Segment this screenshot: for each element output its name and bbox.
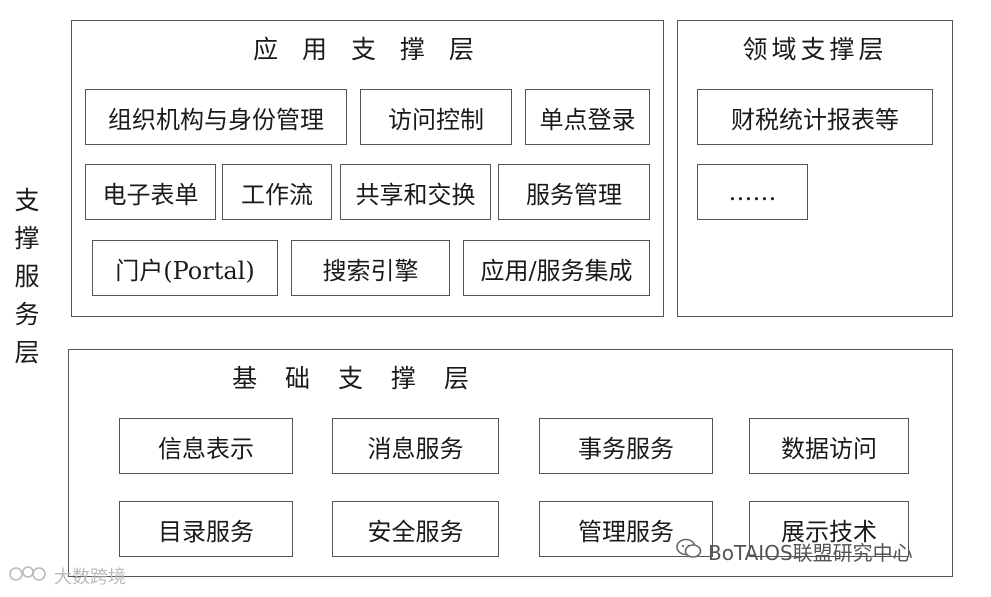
org-identity-box: 组织机构与身份管理 — [85, 89, 347, 145]
wechat-icon — [676, 538, 702, 565]
watermark-right-text: BoTAIOS联盟研究中心 — [708, 541, 913, 565]
foundation-layer-title: 基 础 支 撑 层 — [232, 364, 479, 393]
search-engine-box: 搜索引擎 — [291, 240, 450, 296]
sharing-exchange-box: 共享和交换 — [340, 164, 491, 220]
watermark-left-text: 大数跨境 — [54, 567, 126, 588]
workflow-box: 工作流 — [222, 164, 332, 220]
side-label-char: 支 — [14, 186, 40, 215]
transaction-service-box: 事务服务 — [539, 418, 713, 474]
side-label-char: 服 — [14, 262, 40, 291]
portal-box: 门户(Portal) — [92, 240, 278, 296]
single-sign-on-box: 单点登录 — [525, 89, 650, 145]
application-layer-title: 应 用 支 撑 层 — [253, 35, 482, 64]
watermark-left: 大数跨境 — [8, 563, 126, 589]
side-label-char: 层 — [14, 338, 40, 367]
tax-statistics-report-box: 财税统计报表等 — [697, 89, 933, 145]
support-service-layer-label: 支 撑 服 务 层 — [12, 182, 42, 372]
watermark-right: BoTAIOS联盟研究中心 — [676, 537, 913, 566]
data-access-box: 数据访问 — [749, 418, 909, 474]
message-service-box: 消息服务 — [332, 418, 499, 474]
service-management-box: 服务管理 — [498, 164, 650, 220]
access-control-box: 访问控制 — [360, 89, 512, 145]
presentation-tech-box: 展示技术 — [749, 501, 909, 557]
ellipsis-box: …… — [697, 164, 808, 220]
e-form-box: 电子表单 — [85, 164, 216, 220]
side-label-char: 撑 — [14, 224, 40, 253]
side-label-char: 务 — [14, 300, 40, 329]
security-service-box: 安全服务 — [332, 501, 499, 557]
management-service-box: 管理服务 — [539, 501, 713, 557]
logo-icon — [8, 564, 48, 589]
domain-layer-title: 领域支撑层 — [742, 35, 888, 64]
app-service-integration-box: 应用/服务集成 — [463, 240, 650, 296]
directory-service-box: 目录服务 — [119, 501, 293, 557]
info-representation-box: 信息表示 — [119, 418, 293, 474]
